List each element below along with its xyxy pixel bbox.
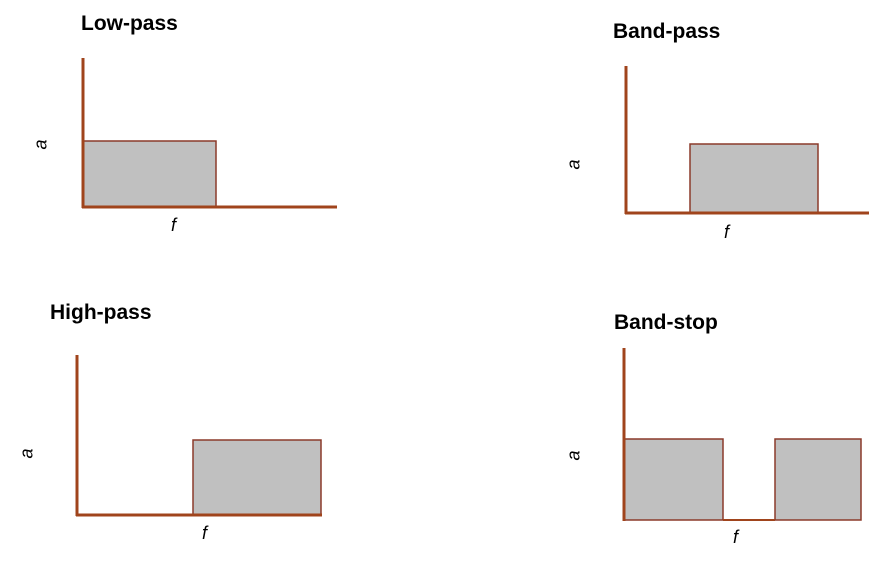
low-pass-passband xyxy=(82,140,217,208)
band-stop-passband-low xyxy=(623,438,724,521)
band-stop-passband-high xyxy=(774,438,862,521)
band-pass-x-label: f xyxy=(724,222,730,242)
band-stop-y-label: a xyxy=(563,450,584,461)
band-pass-y-label: a xyxy=(563,159,584,170)
high-pass-x-label: f xyxy=(202,523,208,543)
band-stop-diagram xyxy=(622,348,862,521)
band-stop-x-label: f xyxy=(733,527,739,547)
high-pass-diagram xyxy=(75,355,322,517)
band-stop-title: Band-stop xyxy=(614,311,718,334)
band-pass-title: Band-pass xyxy=(613,20,721,43)
band-pass-diagram xyxy=(624,66,869,215)
band-pass-passband xyxy=(689,143,819,214)
high-pass-passband xyxy=(192,439,322,516)
low-pass-x-label: f xyxy=(171,215,177,235)
low-pass-y-label: a xyxy=(30,139,51,150)
low-pass-diagram xyxy=(81,58,337,209)
high-pass-y-label: a xyxy=(16,448,37,459)
low-pass-title: Low-pass xyxy=(81,12,178,35)
high-pass-title: High-pass xyxy=(50,301,152,324)
